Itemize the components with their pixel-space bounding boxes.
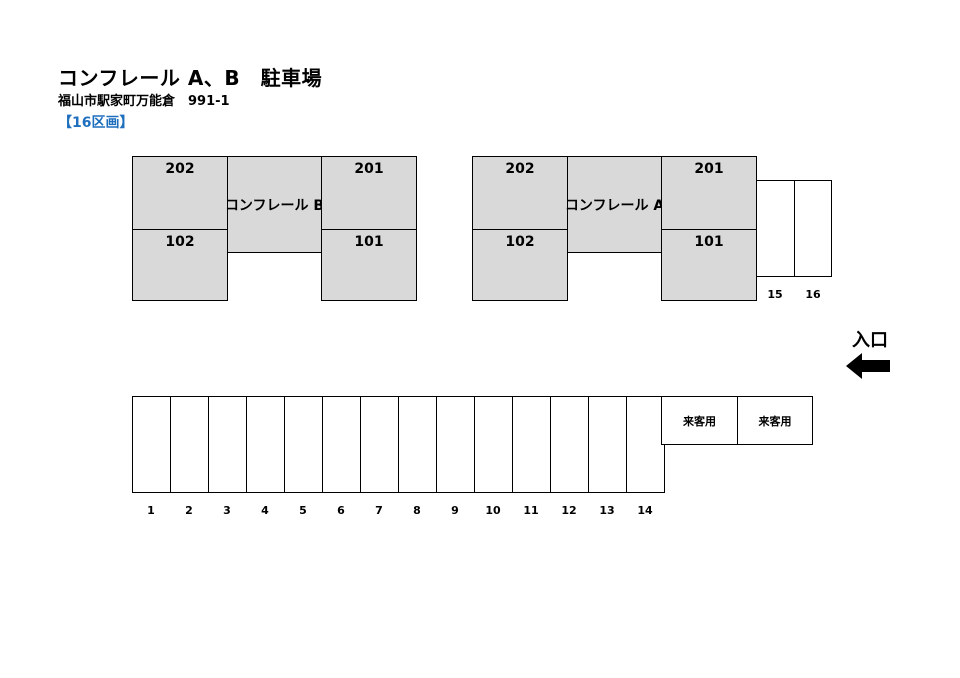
space-count: 【16区画】 bbox=[58, 115, 134, 131]
parking-space bbox=[626, 396, 665, 493]
arrow-left-icon bbox=[846, 353, 890, 379]
parking-space bbox=[474, 396, 513, 493]
space-number: 13 bbox=[599, 504, 615, 517]
parking-space bbox=[246, 396, 285, 493]
parking-space-16 bbox=[794, 180, 832, 277]
space-number: 4 bbox=[261, 504, 269, 517]
parking-space bbox=[170, 396, 209, 493]
space-number: 9 bbox=[451, 504, 459, 517]
parking-space bbox=[360, 396, 399, 493]
space-number: 10 bbox=[485, 504, 501, 517]
space-number: 14 bbox=[637, 504, 653, 517]
space-number: 12 bbox=[561, 504, 577, 517]
parking-space bbox=[398, 396, 437, 493]
space-number: 15 bbox=[767, 288, 783, 301]
building-name: コンフレール B bbox=[225, 156, 324, 253]
room-202: 202 bbox=[132, 156, 228, 230]
page-title: コンフレール A、B 駐車場 bbox=[58, 66, 323, 90]
parking-space bbox=[550, 396, 589, 493]
parking-space bbox=[512, 396, 551, 493]
parking-space bbox=[132, 396, 171, 493]
space-number: 11 bbox=[523, 504, 539, 517]
room-102: 102 bbox=[132, 229, 228, 301]
parking-space bbox=[322, 396, 361, 493]
address: 福山市駅家町万能倉 991-1 bbox=[58, 94, 230, 109]
room-101: 101 bbox=[661, 229, 757, 301]
parking-space bbox=[284, 396, 323, 493]
space-number: 7 bbox=[375, 504, 383, 517]
guest-space: 来客用 bbox=[661, 396, 738, 445]
room-101: 101 bbox=[321, 229, 417, 301]
space-number: 1 bbox=[147, 504, 155, 517]
parking-space-15 bbox=[756, 180, 795, 277]
room-201: 201 bbox=[321, 156, 417, 230]
room-201: 201 bbox=[661, 156, 757, 230]
space-number: 6 bbox=[337, 504, 345, 517]
entrance-label: 入口 bbox=[852, 330, 888, 351]
room-202: 202 bbox=[472, 156, 568, 230]
room-102: 102 bbox=[472, 229, 568, 301]
space-number: 2 bbox=[185, 504, 193, 517]
parking-space bbox=[588, 396, 627, 493]
space-number: 16 bbox=[805, 288, 821, 301]
parking-space bbox=[436, 396, 475, 493]
parking-space bbox=[208, 396, 247, 493]
building-name: コンフレール A bbox=[565, 156, 664, 253]
space-number: 5 bbox=[299, 504, 307, 517]
space-number: 8 bbox=[413, 504, 421, 517]
guest-space: 来客用 bbox=[737, 396, 813, 445]
space-number: 3 bbox=[223, 504, 231, 517]
